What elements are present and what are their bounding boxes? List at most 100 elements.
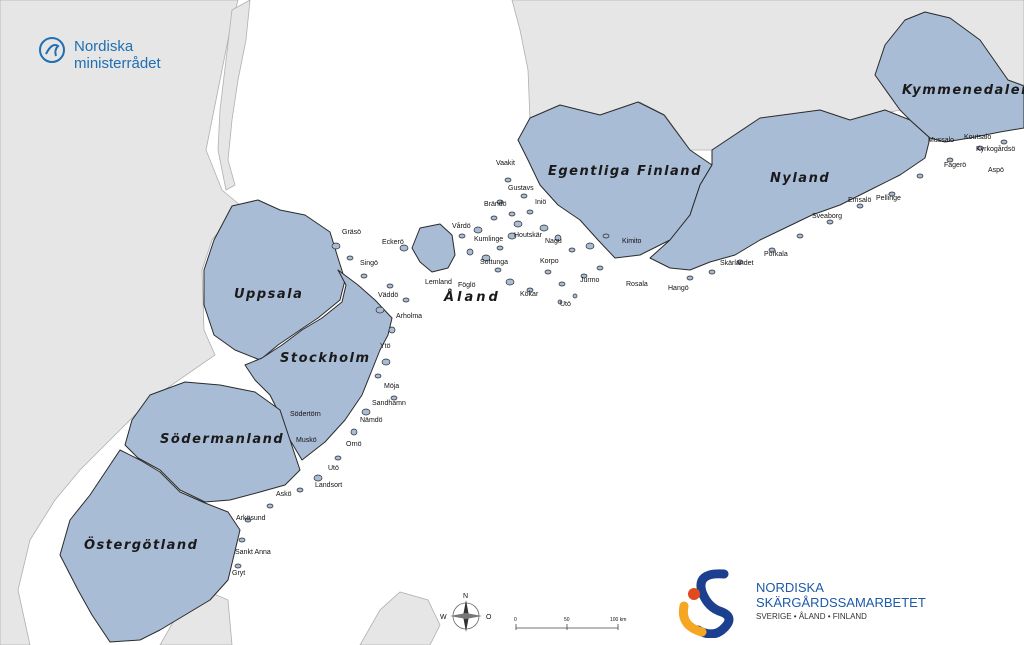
place-label: Iniö [535,199,546,206]
place-label: Houtskär [514,232,543,239]
islet [494,267,502,273]
region-nyland [649,109,931,271]
place-label: Södertörn [290,411,321,418]
islet [796,233,804,239]
place-label: Skärlandet [720,260,754,267]
islet [557,299,563,305]
place-label: Ytö [380,343,391,350]
place-label: Ornö [346,441,362,448]
nordic-council-logo: Nordiska ministerrådet [38,36,161,72]
islet [331,242,341,250]
islet [580,273,588,279]
islet [856,203,864,209]
compass-needle-ew [450,613,482,619]
islet [736,259,744,265]
place-label: Emsalö [848,197,871,204]
islet [350,428,358,436]
place-label: Aspö [988,167,1004,174]
islet [686,275,694,281]
islet [976,145,984,151]
islet [596,265,604,271]
place-label: Sandhamn [372,400,406,407]
islet [361,408,371,416]
place-label: Sankt Anna [235,549,271,556]
islet [466,248,474,256]
place-label: Sottunga [480,259,508,266]
archipelago-cooperation-logo: NORDISKA SKÄRGÅRDSSAMARBETET SVERIGE • Å… [676,568,926,643]
place-label: Utö [560,301,571,308]
islets [234,139,1008,569]
sweden-inland [0,0,241,645]
islet [386,283,394,289]
place-label: Kimito [622,238,642,245]
islet [244,517,252,523]
archipelago-logo-line2: SKÄRGÅRDSSAMARBETET [756,595,926,610]
islet [526,287,534,293]
islet [381,358,391,366]
islet [585,242,595,250]
region-ostergotland [59,449,241,643]
islet [234,563,242,569]
region-sodermanland [124,381,301,503]
islet [496,245,504,251]
place-label: Gryt [232,570,245,577]
place-label: Gustavs [508,185,534,192]
islet [402,297,410,303]
scale-label: 0 [514,617,517,623]
place-label: Arkösund [236,515,266,522]
nordic-council-name-line2: ministerrådet [74,55,161,72]
place-label: Utö [328,465,339,472]
place-label: Fagerö [944,162,966,169]
compass-rose: N W O [440,593,492,632]
compass-north-label: N [463,593,468,600]
islet [490,215,498,221]
place-label: Jurmo [580,277,600,284]
place-label: Gräsö [342,229,361,236]
islet [526,209,534,215]
islet [946,157,954,163]
islet [539,224,549,232]
place-label: Vårdö [452,222,471,230]
islet [238,537,246,543]
islet [399,244,409,252]
islet [826,219,834,225]
islet [507,232,517,240]
islet [473,226,483,234]
nordic-council-name-line1: Nordiska [74,38,134,55]
place-label: Arholma [396,313,422,320]
place-label: Landsort [315,482,342,489]
sweden-north-coast [217,0,251,191]
islet [513,220,523,228]
islet [360,273,368,279]
place-label: Singö [360,260,378,267]
region-label-kymmenedalen: Kymmenedalen [902,83,1024,98]
archipelago-logo-line1: NORDISKA [756,580,824,595]
place-label: Vaakit [496,160,515,167]
place-label: Sveaborg [812,213,842,220]
region-label-uppsala: Uppsala [234,287,303,302]
islet [572,293,578,299]
region-aland-main [411,223,456,273]
islet [916,173,924,179]
archipelago-logo-line3: SVERIGE • ÅLAND • FINLAND [756,612,867,621]
islet [313,474,323,482]
place-label: Brändö [484,201,507,208]
islet [504,177,512,183]
islet [558,281,566,287]
islet [888,191,896,197]
islet [388,326,396,334]
islet [508,211,516,217]
region-label-egentliga-finland: Egentliga Finland [548,164,702,179]
place-label: Mussalo [928,137,954,144]
place-label: Pellinge [876,195,901,202]
place-label: Nagu [545,238,562,245]
place-label: Hangö [668,285,689,292]
place-label: Föglö [458,282,476,289]
compass-east-label: O [486,614,492,621]
place-label: Nämdö [360,417,383,424]
region-uppsala [203,199,346,361]
region-label-aland: Åland [443,289,501,305]
place-label: Askö [276,491,292,498]
islet [520,193,528,199]
islet [346,255,354,261]
